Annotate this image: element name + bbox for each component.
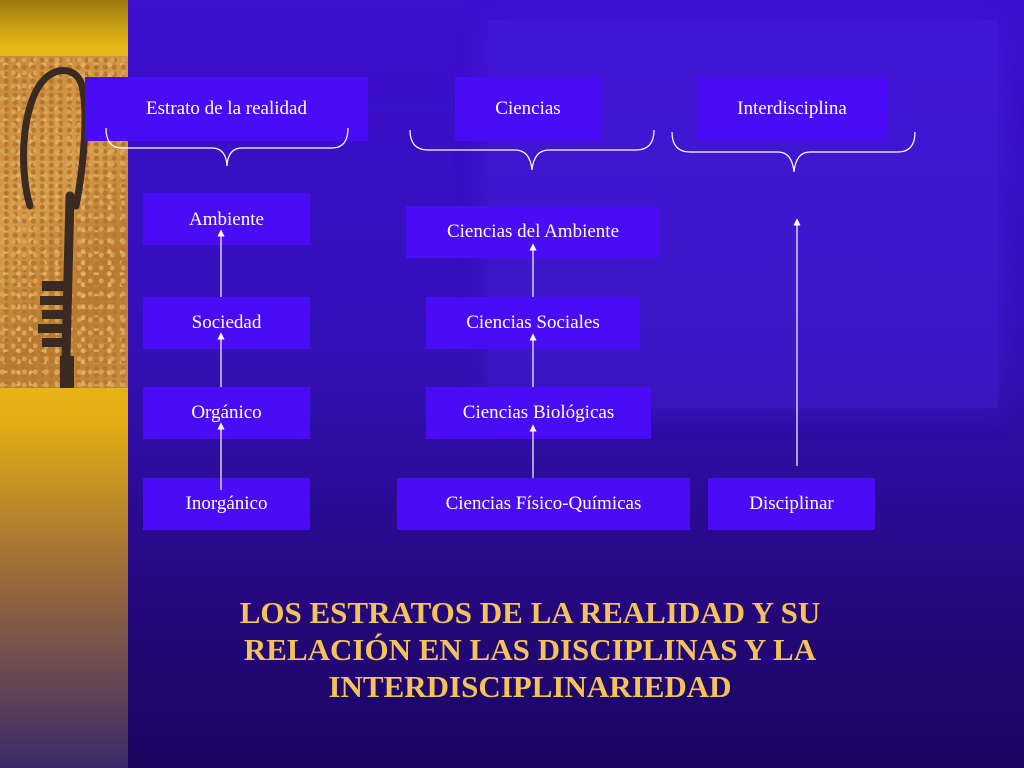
box-ciencias-biologicas: Ciencias Biológicas — [426, 387, 651, 439]
slide-title: LOS ESTRATOS DE LA REALIDAD Y SU RELACIÓ… — [170, 594, 890, 705]
header-ciencias: Ciencias — [455, 77, 601, 141]
title-line-3: INTERDISCIPLINARIEDAD — [328, 669, 732, 704]
box-disciplinar: Disciplinar — [708, 478, 875, 530]
title-line-1: LOS ESTRATOS DE LA REALIDAD Y SU — [239, 595, 821, 630]
braces — [105, 127, 916, 173]
arrows — [217, 218, 801, 490]
header-estrato: Estrato de la realidad — [85, 77, 368, 141]
box-ciencias-fisico-quimicas: Ciencias Físico-Químicas — [397, 478, 690, 530]
box-ciencias-ambiente: Ciencias del Ambiente — [406, 206, 660, 258]
key-icon — [20, 67, 89, 388]
box-organico: Orgánico — [143, 387, 310, 439]
title-line-2: RELACIÓN EN LAS DISCIPLINAS Y LA — [243, 632, 817, 667]
box-inorganico: Inorgánico — [143, 478, 310, 530]
box-ambiente: Ambiente — [143, 193, 310, 245]
brace-interdisciplina — [671, 131, 916, 173]
brace-estrato — [105, 127, 349, 167]
box-sociedad: Sociedad — [143, 297, 310, 349]
brace-ciencias — [409, 129, 655, 171]
header-interdisciplina: Interdisciplina — [697, 77, 887, 141]
